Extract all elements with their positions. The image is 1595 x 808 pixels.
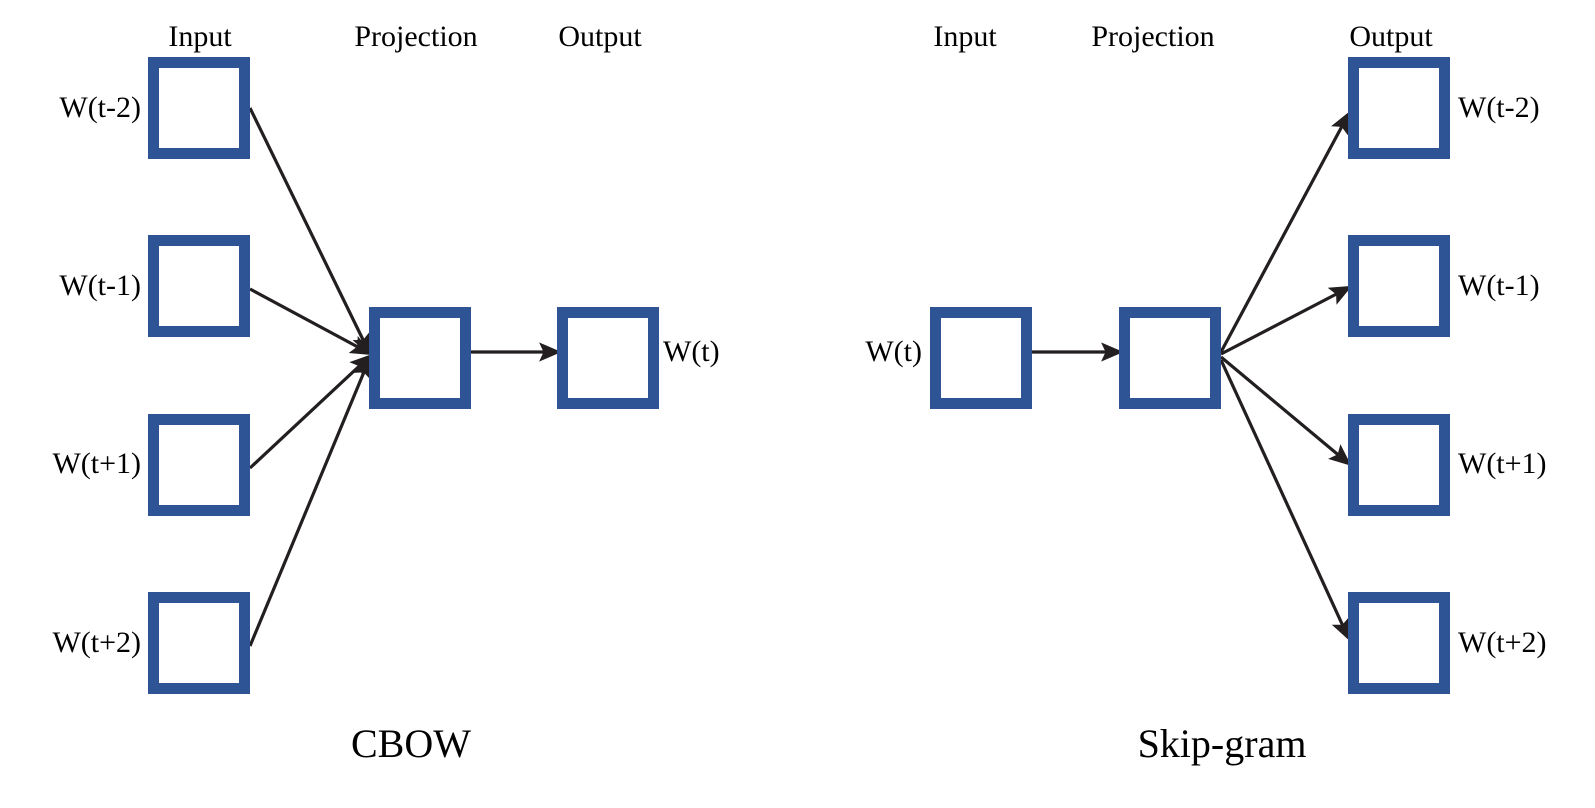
cbow-column-header-projection: Projection bbox=[354, 20, 478, 53]
skipgram-output-box-wt-plus-2 bbox=[1348, 592, 1450, 694]
cbow-input-box-wt-minus-1 bbox=[148, 235, 250, 337]
cbow-input-box-wt-minus-2 bbox=[148, 57, 250, 159]
skipgram-label-wt-minus-1: W(t-1) bbox=[1458, 269, 1540, 302]
cbow-projection-box bbox=[369, 307, 471, 409]
skipgram-edge-projection-to-wt-plus-2 bbox=[1219, 359, 1350, 642]
skipgram-projection-box bbox=[1119, 307, 1221, 409]
cbow-edge-wt-minus-1-to-projection bbox=[249, 287, 373, 356]
cbow-edge-wt-minus-2-to-projection bbox=[248, 107, 371, 357]
skipgram-output-box-wt-minus-2 bbox=[1348, 57, 1450, 159]
skipgram-edge-projection-to-wt-minus-2 bbox=[1219, 111, 1351, 353]
cbow-column-header-output: Output bbox=[558, 20, 642, 53]
cbow-label-wt-minus-1: W(t-1) bbox=[59, 269, 141, 302]
cbow-input-box-wt-plus-2 bbox=[148, 592, 250, 694]
skipgram-edge-projection-to-wt-plus-1 bbox=[1219, 355, 1352, 466]
skipgram-column-header-projection: Projection bbox=[1091, 20, 1215, 53]
cbow-input-box-wt-plus-1 bbox=[148, 414, 250, 516]
cbow-column-header-input: Input bbox=[168, 20, 232, 53]
skipgram-edge-projection-to-wt-minus-1 bbox=[1220, 285, 1352, 356]
skipgram-label-wt-plus-1: W(t+1) bbox=[1458, 447, 1547, 480]
cbow-label-wt-plus-2: W(t+2) bbox=[52, 626, 141, 659]
skipgram-output-box-wt-plus-1 bbox=[1348, 414, 1450, 516]
skipgram-label-wt-input: W(t) bbox=[865, 335, 922, 368]
skipgram-label-wt-plus-2: W(t+2) bbox=[1458, 626, 1547, 659]
cbow-edge-wt-plus-2-to-projection bbox=[248, 355, 371, 647]
cbow-edge-wt-plus-1-to-projection bbox=[248, 353, 373, 470]
cbow-label-wt-minus-2: W(t-2) bbox=[59, 91, 141, 124]
skipgram-model-caption: Skip-gram bbox=[1137, 721, 1307, 766]
cbow-model-caption: CBOW bbox=[351, 721, 471, 766]
cbow-label-wt-output: W(t) bbox=[663, 335, 720, 368]
skipgram-column-header-output: Output bbox=[1349, 20, 1433, 53]
skipgram-input-box-wt bbox=[930, 307, 1032, 409]
skipgram-output-box-wt-minus-1 bbox=[1348, 235, 1450, 337]
cbow-output-box bbox=[557, 307, 659, 409]
skipgram-column-header-input: Input bbox=[933, 20, 997, 53]
skipgram-label-wt-minus-2: W(t-2) bbox=[1458, 91, 1540, 124]
cbow-label-wt-plus-1: W(t+1) bbox=[52, 447, 141, 480]
